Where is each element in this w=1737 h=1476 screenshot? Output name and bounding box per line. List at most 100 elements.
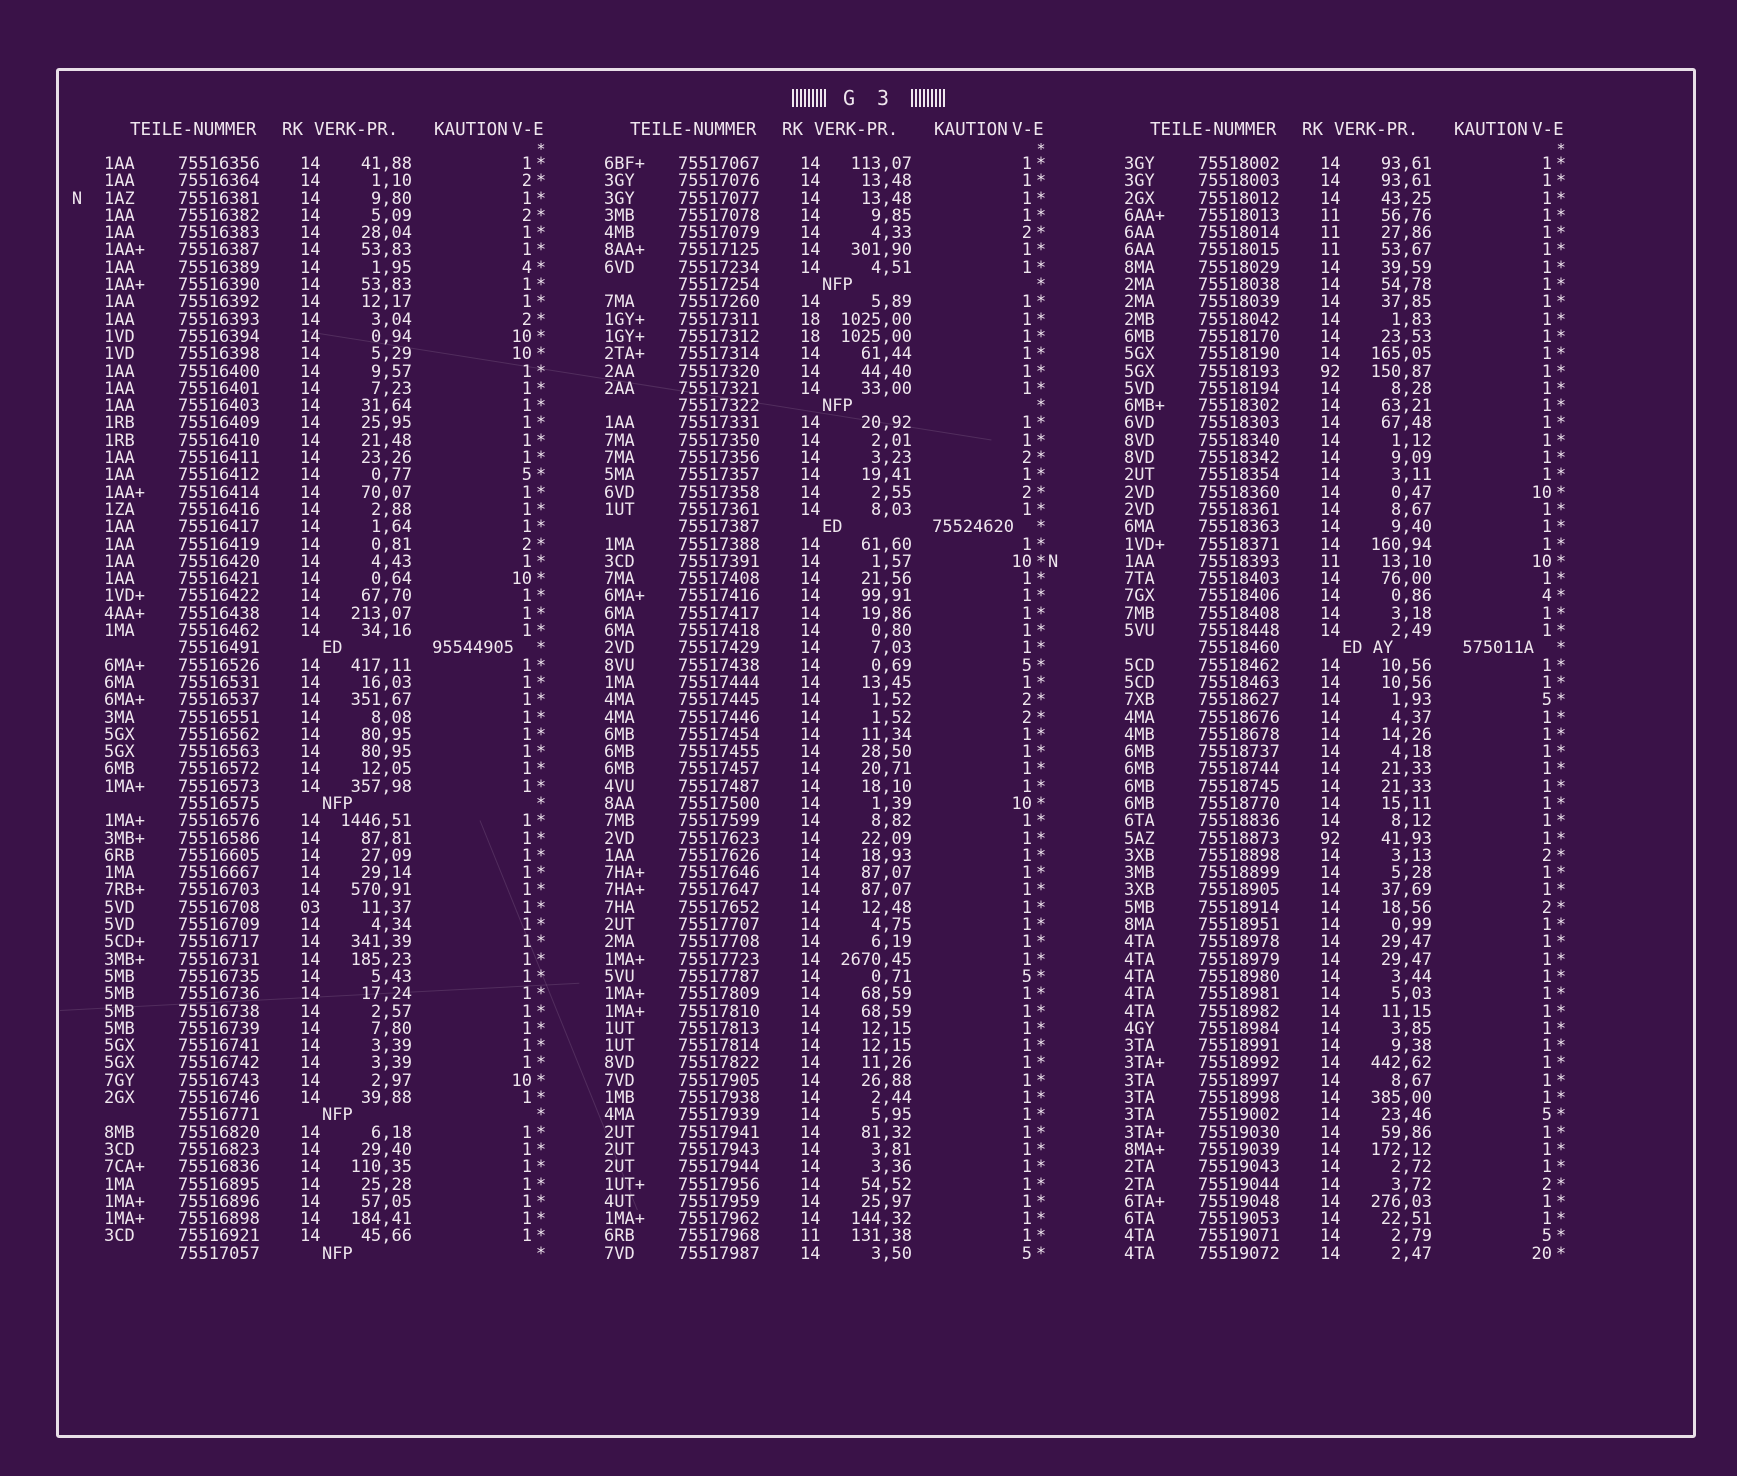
type-code: 5VD: [104, 897, 135, 918]
price: 8,28: [1391, 378, 1432, 399]
price: 1,52: [871, 707, 912, 728]
part-number: 75516421: [178, 569, 260, 590]
pack-unit: 1: [521, 603, 532, 624]
price: 0,77: [371, 465, 412, 486]
star-marker: *: [1555, 966, 1567, 987]
star-marker: *: [535, 1122, 547, 1143]
pack-unit: 1: [1541, 828, 1552, 849]
rk-code: 14: [300, 448, 321, 469]
rk-code: 14: [800, 621, 821, 642]
pack-unit: 1: [1021, 205, 1032, 226]
star-marker: *: [535, 1157, 547, 1178]
star-marker: *: [1035, 1036, 1047, 1057]
price: 1,10: [371, 171, 412, 192]
part-number: 75517418: [678, 621, 760, 642]
rk-code: 92: [1320, 828, 1341, 849]
part-number: 75516462: [178, 621, 260, 642]
star-marker: *: [1035, 1139, 1047, 1160]
part-number: 75516703: [178, 880, 260, 901]
part-number: 75518914: [1198, 897, 1280, 918]
part-number: 75518744: [1198, 759, 1280, 780]
price: 4,51: [871, 257, 912, 278]
price: 4,33: [871, 223, 912, 244]
rk-code: 14: [1320, 378, 1341, 399]
pack-unit: 1: [521, 655, 532, 676]
star-marker: *: [1555, 1088, 1567, 1109]
rk-code: 14: [300, 811, 321, 832]
price: 7,23: [371, 378, 412, 399]
type-code: 1AA: [104, 465, 135, 486]
price: 13,45: [860, 672, 912, 693]
star-marker: *: [1555, 949, 1567, 970]
rk-code: 14: [800, 1001, 821, 1022]
pack-unit: 1: [521, 949, 532, 970]
pack-unit: 1: [1541, 793, 1552, 814]
part-number: 75517357: [678, 465, 760, 486]
star-marker: *: [535, 171, 547, 192]
price: 44,40: [860, 361, 912, 382]
star-marker: *: [1035, 534, 1047, 555]
pack-unit: 1: [1021, 1018, 1032, 1039]
type-code: 7MA: [604, 430, 635, 451]
price: 54,52: [860, 1174, 912, 1195]
part-number: 75516746: [178, 1088, 260, 1109]
type-code: 6MB: [1124, 326, 1155, 347]
pack-unit: 1: [1021, 534, 1032, 555]
rk-code: 14: [800, 378, 821, 399]
part-number: 75518873: [1198, 828, 1280, 849]
star-marker: *: [1555, 534, 1567, 555]
type-code: 5VU: [604, 966, 635, 987]
price: 68,59: [860, 1001, 912, 1022]
type-code: 2MA: [1124, 292, 1155, 313]
rk-code: 14: [300, 1157, 321, 1178]
rk-code: 14: [1320, 984, 1341, 1005]
pack-unit: 1: [521, 448, 532, 469]
star-marker: *: [1035, 897, 1047, 918]
star-marker: *: [1555, 793, 1567, 814]
rk-code: 14: [1320, 966, 1341, 987]
star-marker: *: [535, 154, 547, 174]
type-code: 1MA+: [104, 811, 145, 832]
rk-code: 14: [800, 1122, 821, 1143]
price: 0,71: [871, 966, 912, 987]
star-marker: *: [1555, 188, 1567, 209]
price: 37,85: [1380, 292, 1432, 313]
part-number: 75516411: [178, 448, 260, 469]
star-marker: *: [1035, 759, 1047, 780]
part-number: 75516403: [178, 396, 260, 417]
price: 28,50: [860, 742, 912, 763]
rk-code: 14: [800, 1191, 821, 1212]
part-number: 75519048: [1198, 1191, 1280, 1212]
part-number: 75517076: [678, 171, 760, 192]
part-number: 75516389: [178, 257, 260, 278]
price: 80,95: [360, 742, 412, 763]
price: 25,95: [360, 413, 412, 434]
rk-code: 18: [800, 309, 821, 330]
star-marker: *: [535, 361, 547, 382]
price: 351,67: [350, 690, 412, 711]
star-marker: *: [1035, 793, 1047, 814]
price: 2,88: [371, 499, 412, 520]
price: 26,88: [860, 1070, 912, 1091]
type-code: 1MA+: [604, 1209, 645, 1230]
price: 6,18: [371, 1122, 412, 1143]
star-marker: *: [1555, 690, 1567, 711]
